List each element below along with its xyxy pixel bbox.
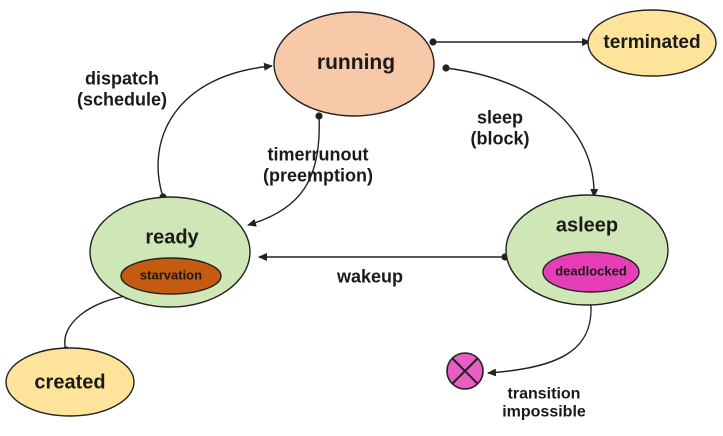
label-wakeup: wakeup [336,266,404,287]
label-starvation: starvation [139,267,203,283]
dispatch-line1: dispatch [84,68,159,89]
state-terminated [587,9,717,77]
edge-dispatch [157,62,273,198]
state-running [273,11,435,117]
label-terminated: terminated [603,32,701,54]
state-created [5,347,135,417]
label-ready: ready [145,226,199,249]
sleep-line1: sleep [476,107,524,128]
edge-timer-runout [247,115,320,227]
sleep-line2: (block) [470,128,530,148]
dispatch-line2: (schedule) [76,89,168,109]
edge-transition-impossible [487,295,592,377]
edge-created-to-ready [64,291,134,351]
state-starvation [120,257,222,295]
impossible-line1: transition [507,385,581,403]
state-deadlocked [542,251,640,293]
sleep-source-dot [442,64,450,72]
timer-line2: (preemption) [263,165,373,185]
label-created: created [34,371,106,394]
label-timer-runout: timerrunout (preemption) [263,144,373,185]
label-sleep: sleep (block) [470,107,529,148]
impossible-line2: impossible [502,404,586,421]
label-dispatch: dispatch (schedule) [77,68,167,109]
label-deadlocked: deadlocked [555,263,627,279]
label-asleep: asleep [555,214,619,237]
timer-source-dot [315,112,323,120]
edge-sleep [445,67,599,198]
timer-line1: timerrunout [267,144,369,165]
label-transition-impossible: transition impossible [502,386,586,423]
terminate-source-dot [429,38,437,46]
impossible-x-icon [446,352,484,390]
label-running: running [316,50,396,74]
